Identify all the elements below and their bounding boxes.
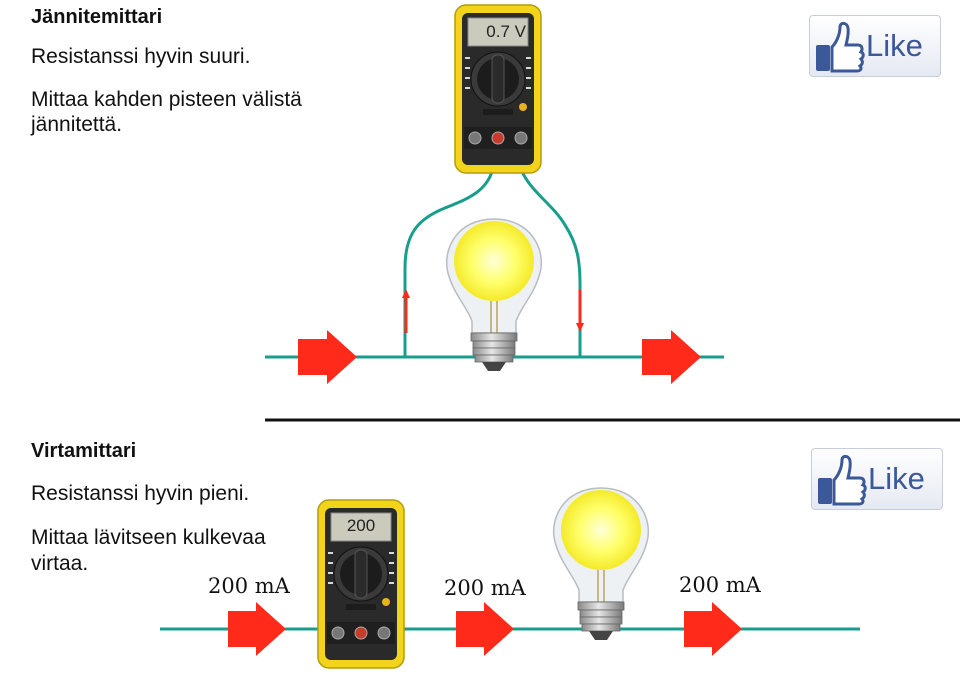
- voltmeter-line-3: jännitettä.: [31, 113, 123, 136]
- probe-wire-left: [403, 157, 497, 357]
- ammeter-line-3: virtaa.: [31, 552, 89, 575]
- like-button-bottom[interactable]: Like: [811, 448, 943, 510]
- ammeter-line-1: Resistanssi hyvin pieni.: [31, 482, 250, 505]
- voltmeter-title: Jännitemittari: [31, 6, 163, 28]
- ammeter-display: 200: [346, 516, 376, 535]
- ammeter-title: Virtamittari: [31, 440, 137, 462]
- up-arrow-head: [402, 289, 410, 298]
- probe-wire-right: [515, 157, 582, 357]
- bulb-bottom: [552, 487, 650, 641]
- flow-arrow-bottom-3: [684, 602, 742, 656]
- like-label: Like: [866, 28, 923, 63]
- flow-arrow-top-right: [642, 330, 701, 384]
- flow-arrow-bottom-1: [228, 602, 286, 656]
- ammeter-line-2: Mittaa lävitseen kulkevaa: [31, 526, 266, 549]
- voltmeter-display: 0.7 V: [486, 22, 526, 41]
- down-arrow-head: [576, 323, 584, 332]
- voltmeter-line-2: Mittaa kahden pisteen välistä: [31, 88, 302, 111]
- thumbs-up-icon: [818, 454, 867, 506]
- flow-arrow-top-left: [298, 330, 357, 384]
- thumbs-up-icon: [816, 21, 865, 73]
- like-label: Like: [868, 461, 925, 496]
- current-label-1: 200 mA: [208, 574, 290, 598]
- current-label-2: 200 mA: [444, 576, 526, 600]
- like-button-top[interactable]: Like: [809, 15, 941, 77]
- current-label-3: 200 mA: [679, 573, 761, 597]
- voltmeter-line-1: Resistanssi hyvin suuri.: [31, 45, 251, 68]
- flow-arrow-bottom-2: [456, 602, 514, 656]
- bulb-top: [445, 218, 543, 372]
